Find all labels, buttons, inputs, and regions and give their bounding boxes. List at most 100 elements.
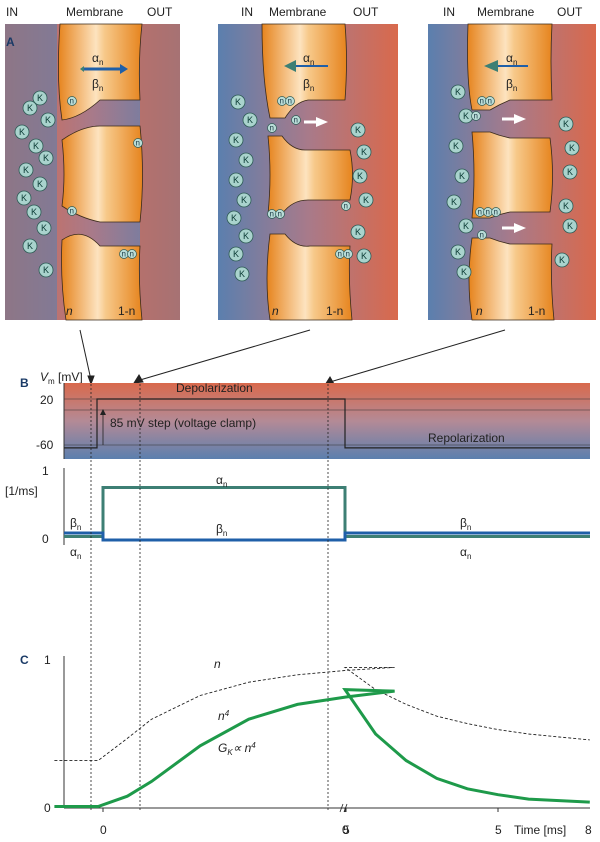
label-depolarization: Depolarization — [176, 381, 253, 395]
svg-text:K: K — [463, 221, 469, 231]
tile2-1-n: 1-n — [326, 304, 343, 318]
svg-text:K: K — [455, 87, 461, 97]
time-connectors — [79, 329, 506, 386]
svg-text:K: K — [23, 165, 29, 175]
potassium-ion: K — [14, 124, 30, 140]
gating-particle: n — [119, 249, 129, 259]
panel-label-c: C — [20, 653, 29, 667]
svg-text:K: K — [43, 265, 49, 275]
potassium-ion: K — [22, 100, 38, 116]
c-tick-1: 1 — [44, 653, 51, 667]
potassium-ion: K — [458, 218, 474, 234]
svg-text:K: K — [363, 195, 369, 205]
svg-text:n: n — [486, 208, 490, 217]
potassium-ion: K — [456, 264, 472, 280]
tile3-beta: βn — [506, 77, 517, 93]
potassium-ion: K — [350, 224, 366, 240]
rate-tick-0: 0 — [42, 532, 49, 546]
header-out-2: OUT — [353, 5, 379, 19]
svg-text:n: n — [294, 116, 298, 125]
label-repolarization: Repolarization — [428, 431, 505, 445]
svg-text:n: n — [494, 208, 498, 217]
svg-text:n: n — [480, 97, 484, 106]
tile2-alpha: αn — [303, 51, 314, 67]
potassium-ion: K — [36, 220, 52, 236]
tile1-beta: βn — [92, 77, 103, 93]
potassium-ion: K — [356, 248, 372, 264]
rate-tick-1: 1 — [42, 464, 49, 478]
svg-text:K: K — [27, 103, 33, 113]
beta-label-rest2: βn — [460, 516, 471, 532]
header-membrane-2: Membrane — [269, 5, 327, 19]
svg-text:K: K — [21, 193, 27, 203]
svg-text:n: n — [478, 208, 482, 217]
svg-text:K: K — [233, 249, 239, 259]
svg-text:K: K — [567, 167, 573, 177]
x-tick-label: 5 — [343, 823, 350, 837]
svg-text:n: n — [488, 97, 492, 106]
svg-text:K: K — [235, 97, 241, 107]
svg-text:K: K — [33, 141, 39, 151]
header-membrane-1: Membrane — [66, 5, 124, 19]
gating-particle: n — [477, 96, 487, 106]
potassium-ion: K — [564, 140, 580, 156]
svg-text:K: K — [247, 115, 253, 125]
potassium-ion: K — [228, 172, 244, 188]
vm-tick-20: 20 — [40, 393, 54, 407]
gating-particle: n — [475, 207, 485, 217]
potassium-ion: K — [454, 168, 470, 184]
svg-text:K: K — [243, 155, 249, 165]
potassium-ion: K — [448, 138, 464, 154]
potassium-ion: K — [554, 252, 570, 268]
tile2-membrane-top — [261, 23, 347, 119]
svg-text:K: K — [239, 269, 245, 279]
header-membrane-3: Membrane — [477, 5, 535, 19]
beta-label-dep: βn — [216, 522, 227, 538]
svg-text:K: K — [37, 93, 43, 103]
panel-label-b: B — [20, 376, 29, 390]
potassium-ion: K — [32, 176, 48, 192]
potassium-ion: K — [242, 112, 258, 128]
potassium-ion: K — [16, 190, 32, 206]
header-in-3: IN — [443, 5, 455, 19]
potassium-ion: K — [228, 132, 244, 148]
axis-break — [339, 803, 348, 813]
svg-text:K: K — [361, 251, 367, 261]
svg-text:K: K — [569, 143, 575, 153]
svg-text:K: K — [459, 171, 465, 181]
svg-text:K: K — [563, 201, 569, 211]
gating-particle: n — [67, 206, 77, 216]
tile1-membrane-mid — [61, 125, 143, 223]
potassium-ion: K — [22, 238, 38, 254]
svg-text:K: K — [31, 207, 37, 217]
column-headers: IN Membrane OUT IN Membrane OUT IN Membr… — [6, 5, 583, 19]
potassium-ion: K — [228, 246, 244, 262]
tile1-alpha: αn — [92, 51, 103, 67]
svg-text:n: n — [280, 97, 284, 106]
potassium-ion: K — [238, 228, 254, 244]
svg-text:n: n — [344, 202, 348, 211]
svg-text:K: K — [27, 241, 33, 251]
svg-text:n: n — [474, 112, 478, 121]
svg-text:n: n — [346, 250, 350, 259]
panel-a: αn βn n 1-n αn βn n 1-n — [5, 23, 596, 321]
potassium-ion: K — [446, 194, 462, 210]
x-tick-8: 8 — [585, 823, 592, 837]
potassium-ion: K — [562, 218, 578, 234]
alpha-label-rest2: αn — [460, 545, 471, 561]
time-markers — [90, 384, 329, 810]
gating-particle: n — [477, 230, 487, 240]
svg-text:n: n — [130, 250, 134, 259]
gating-particle: n — [485, 96, 495, 106]
n-label: n — [214, 657, 221, 671]
svg-text:K: K — [361, 147, 367, 157]
alpha-label-rest1: αn — [70, 545, 81, 561]
tile2-membrane-mid — [267, 135, 353, 215]
svg-text:K: K — [563, 119, 569, 129]
x-tick-label: 5 — [495, 823, 502, 837]
potassium-ion: K — [350, 122, 366, 138]
vm-trace — [64, 398, 590, 449]
svg-text:K: K — [231, 213, 237, 223]
gating-particle: n — [343, 249, 353, 259]
